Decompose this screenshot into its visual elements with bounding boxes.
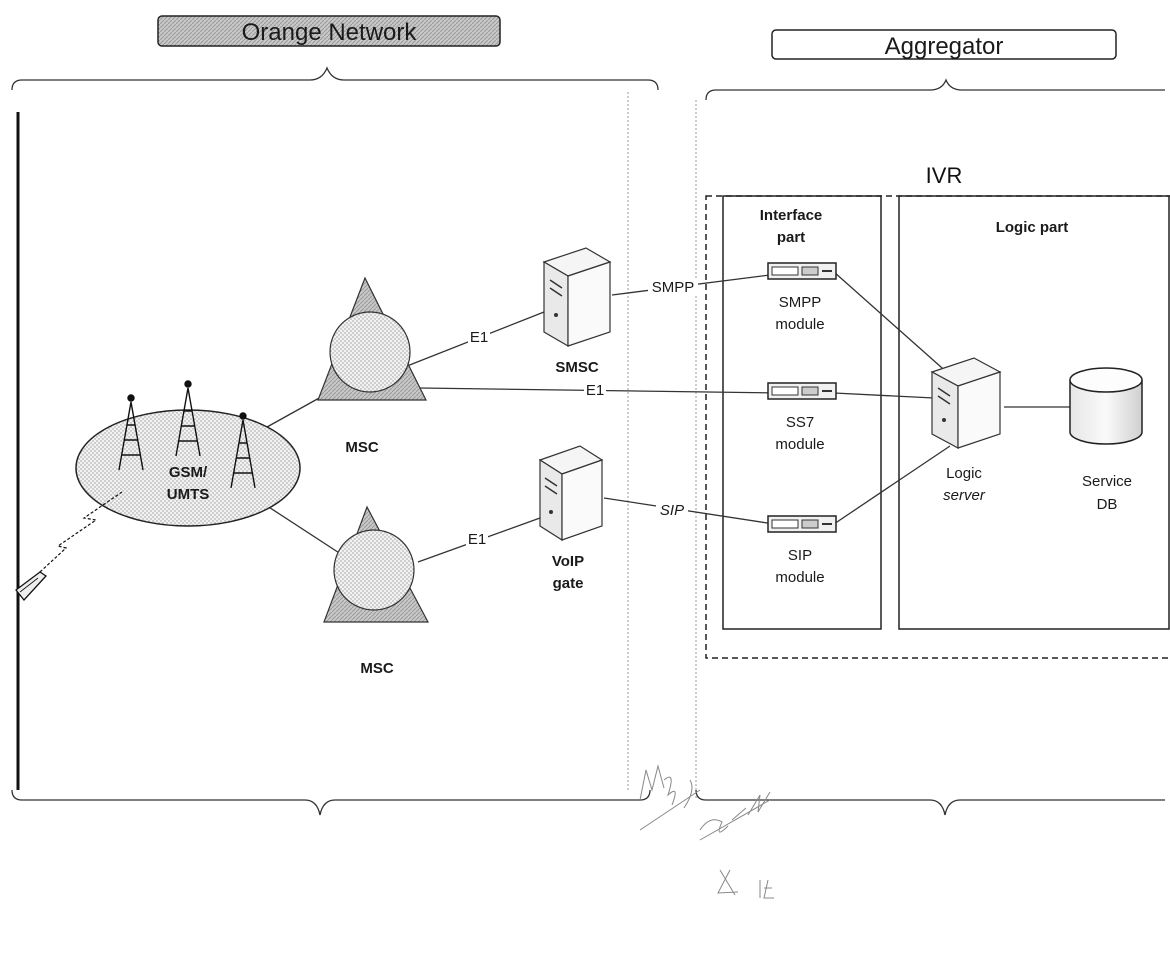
voip-gate-label-1: VoIP (552, 553, 584, 570)
mobile-phone-icon (15, 571, 47, 601)
handwritten-initials (639, 764, 774, 899)
msc-top-node: MSC (317, 276, 427, 456)
e1-label-voip: E1 (468, 531, 486, 548)
aggregator-header (771, 29, 1117, 60)
link-smpp-logic (833, 271, 951, 376)
ivr-title: IVR (926, 163, 963, 188)
smpp-module-label-1: SMPP (779, 294, 822, 311)
interface-part-label-2: part (777, 229, 805, 246)
smpp-module-icon (767, 262, 837, 280)
logic-part-label: Logic part (996, 219, 1069, 236)
ss7-module-label-2: module (775, 436, 824, 453)
gsm-umts-ellipse (75, 409, 301, 527)
orange-network-title: Orange Network (242, 19, 418, 46)
smsc-server-icon (542, 247, 612, 348)
smpp-module-label-2: module (775, 316, 824, 333)
ivr-group: IVR Interface part Logic part (705, 163, 1170, 659)
orange-network-top-brace (11, 66, 659, 91)
msc-bottom-label: MSC (360, 660, 394, 677)
logic-server-label-1: Logic (946, 465, 982, 482)
cell-tower-icon (118, 394, 144, 471)
gsm-umts-node: GSM/ UMTS (75, 380, 301, 527)
interface-part-box (722, 195, 882, 630)
gsm-umts-label-2: UMTS (167, 486, 210, 503)
e1-label-smsc: E1 (470, 329, 488, 346)
sip-label: SIP (660, 502, 684, 519)
link-ss7-logic (833, 392, 935, 399)
service-db-label-1: Service (1082, 473, 1132, 490)
interface-part-label-1: Interface (760, 207, 823, 224)
link-gsm-msc-bottom (257, 499, 351, 561)
cell-tower-icon (230, 412, 256, 489)
voip-gate-server-icon (538, 445, 604, 542)
logic-server-label-2: server (943, 487, 986, 504)
aggregator-title: Aggregator (885, 33, 1004, 60)
gsm-umts-label-1: GSM/ (169, 464, 208, 481)
msc-bottom-node: MSC (323, 505, 429, 677)
sip-module-icon (767, 515, 837, 533)
link-sip-logic (833, 445, 951, 525)
aggregator-top-brace (705, 78, 1165, 101)
e1-label-ss7: E1 (586, 382, 604, 399)
cell-tower-icon (175, 380, 201, 457)
service-db-label-2: DB (1097, 496, 1118, 513)
sip-module-label-2: module (775, 569, 824, 586)
link-labels: E1 E1 E1 SMPP SIP (466, 278, 698, 548)
logic-part-box (898, 195, 1170, 630)
logic-server-icon (930, 357, 1002, 450)
orange-network-bottom-brace (11, 789, 651, 816)
msc-top-label: MSC (345, 439, 379, 456)
link-voip-sip (603, 497, 775, 525)
sip-module-label-1: SIP (788, 547, 812, 564)
orange-network-group: Orange Network (11, 15, 659, 816)
orange-network-header (157, 15, 501, 47)
smsc-label: SMSC (555, 359, 599, 376)
radio-link-icon (39, 491, 123, 573)
aggregator-bottom-brace (695, 789, 1165, 816)
database-icon (1069, 367, 1143, 445)
ss7-module-label-1: SS7 (786, 414, 814, 431)
ss7-module-icon (767, 382, 837, 400)
voip-gate-label-2: gate (553, 575, 584, 592)
smpp-label: SMPP (652, 279, 695, 296)
aggregator-group: Aggregator (695, 29, 1165, 816)
